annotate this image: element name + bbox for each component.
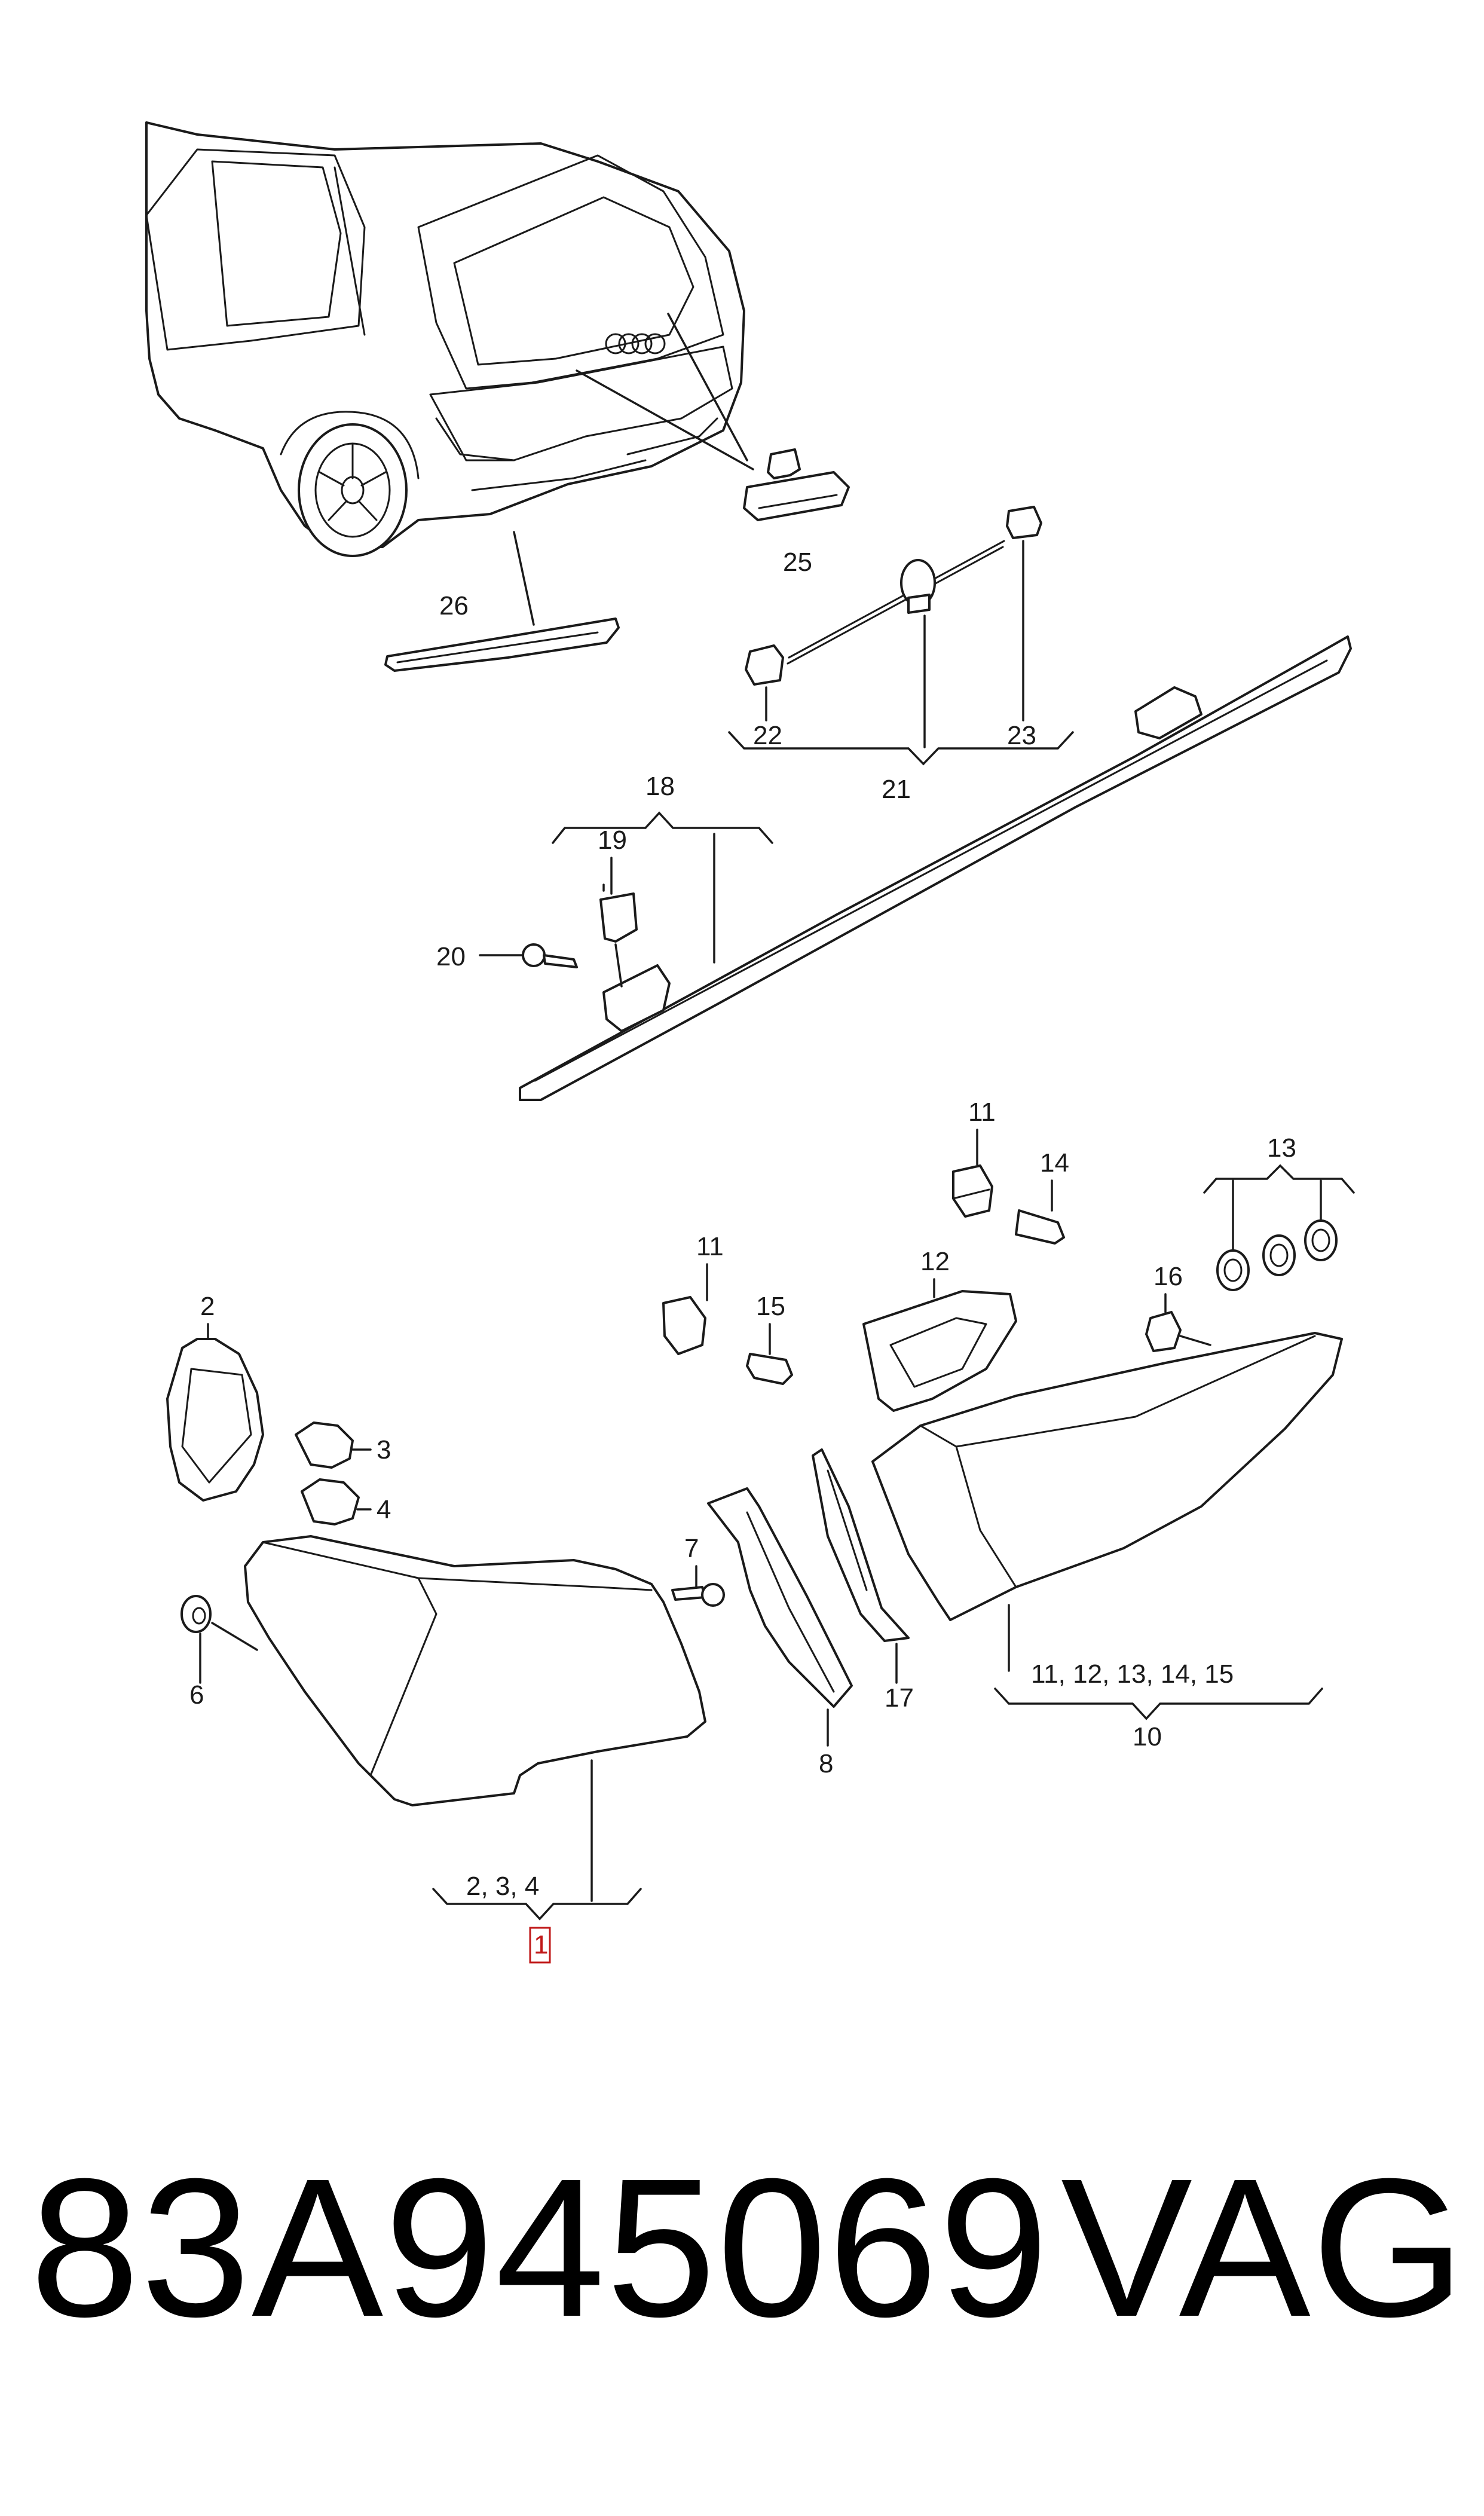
reflector-trim-strip	[384, 617, 620, 672]
seal-strip-17	[812, 1448, 910, 1642]
callout-17: 17	[885, 1683, 914, 1713]
bulb-holder-11-upper	[952, 1164, 993, 1218]
bulb-holder-2	[166, 1338, 264, 1502]
license-plate-light	[743, 448, 850, 521]
cover-bracket-8	[707, 1487, 853, 1708]
callout-13: 13	[1267, 1133, 1296, 1163]
callout-22: 22	[753, 721, 782, 750]
inner-tail-light	[871, 1332, 1343, 1621]
part-number-label: 83A945069	[30, 2137, 1050, 2358]
gaskets-13	[1216, 1219, 1338, 1291]
callout-15: 15	[756, 1292, 785, 1321]
callout-25: 25	[783, 548, 812, 577]
bulb-holder-11-lower	[662, 1296, 706, 1355]
callout-11-upper: 11	[968, 1097, 996, 1127]
callout-16: 16	[1153, 1262, 1183, 1291]
callout-group-10: 11, 12, 13, 14, 15	[1031, 1659, 1234, 1689]
callout-3: 3	[377, 1435, 391, 1465]
screw-20	[522, 943, 578, 968]
callout-8: 8	[819, 1749, 833, 1778]
callout-10: 10	[1133, 1722, 1162, 1751]
highlight-box-1	[529, 1927, 551, 1964]
callout-2: 2	[200, 1292, 215, 1321]
callout-1: 1	[534, 1930, 548, 1959]
bulb-4	[301, 1478, 360, 1526]
callout-18: 18	[645, 772, 675, 801]
callout-23: 23	[1007, 721, 1036, 750]
callout-20: 20	[436, 942, 466, 971]
callout-19: 19	[598, 826, 627, 855]
callout-7: 7	[684, 1534, 699, 1563]
bulb-3	[295, 1421, 354, 1469]
reflector-insert-12	[862, 1290, 1017, 1412]
car-illustration	[145, 121, 754, 626]
four-rings-logo	[605, 333, 666, 354]
screw-7	[671, 1583, 725, 1607]
callout-4: 4	[377, 1495, 391, 1524]
brand-label: VAG	[1061, 2137, 1467, 2358]
wiring-harness	[745, 506, 1042, 686]
outer-tail-light	[244, 1535, 706, 1806]
callout-11-lower: 11	[696, 1232, 724, 1261]
callout-21: 21	[882, 775, 911, 804]
callout-26: 26	[439, 591, 469, 620]
callout-12: 12	[920, 1247, 950, 1276]
grommet-6	[180, 1595, 212, 1633]
callout-6: 6	[189, 1680, 204, 1710]
bulb-15	[746, 1353, 793, 1385]
bulb-14	[1015, 1209, 1065, 1245]
center-light-strip	[519, 635, 1352, 1101]
clip-nut-16	[1145, 1311, 1182, 1352]
callout-group-1: 2, 3, 4	[466, 1872, 539, 1901]
callout-14: 14	[1040, 1148, 1069, 1178]
clip-19	[599, 892, 638, 943]
